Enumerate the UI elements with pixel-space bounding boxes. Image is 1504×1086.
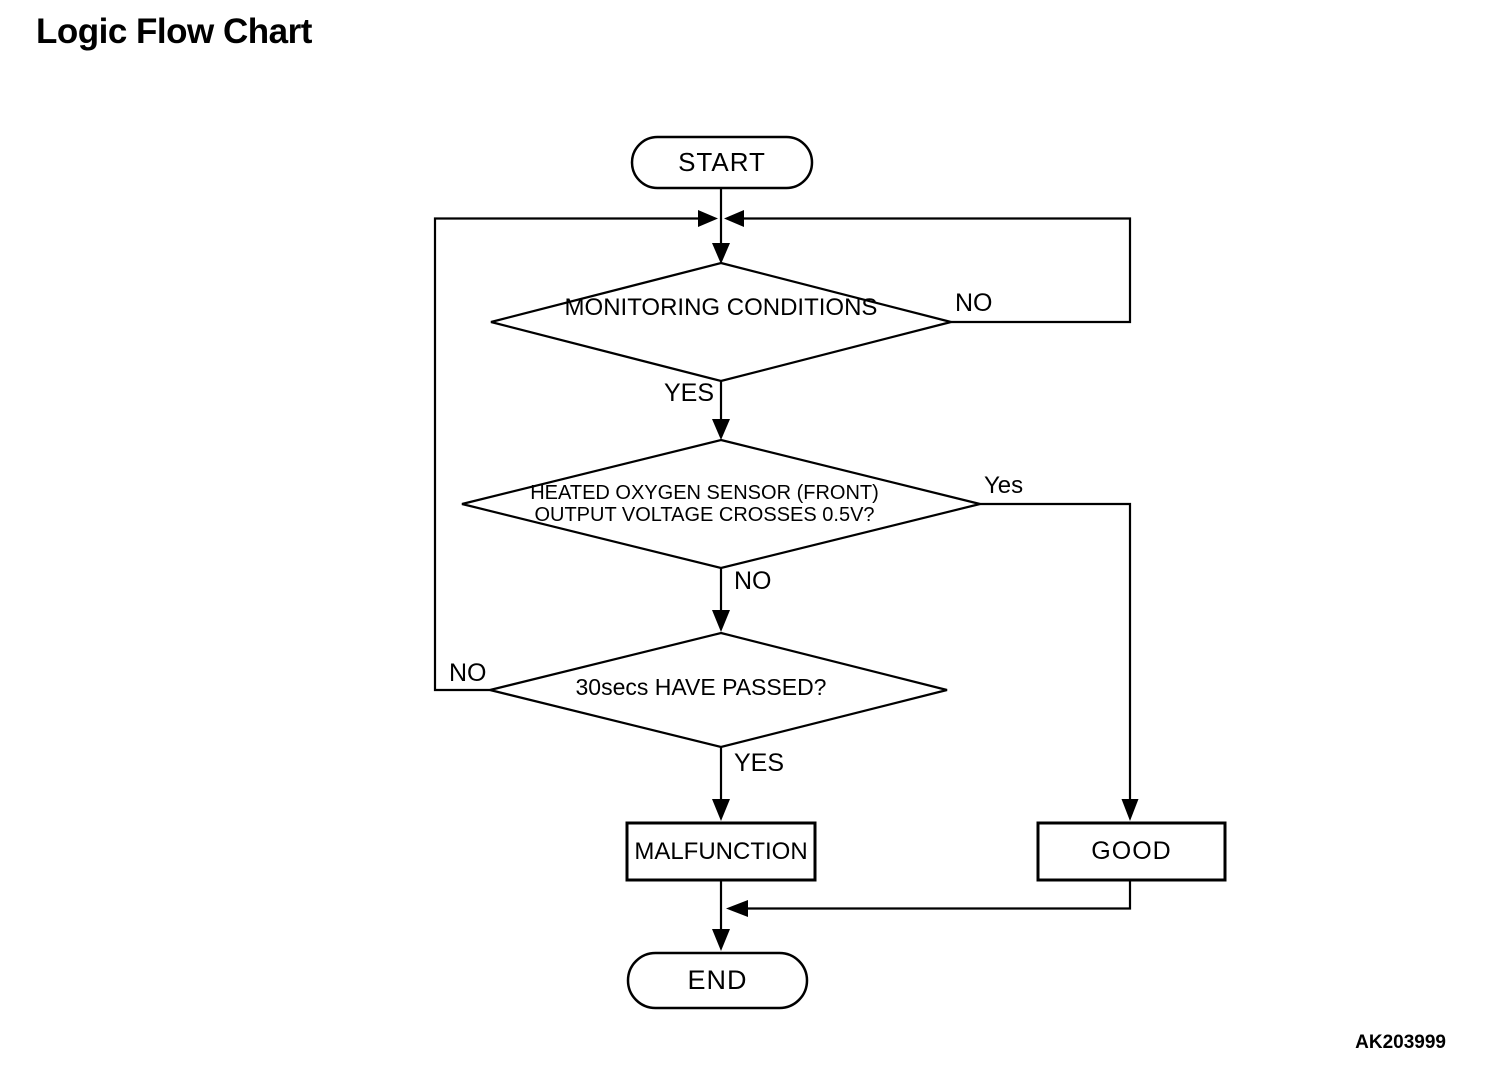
monitoring-decision-shape — [490, 261, 952, 383]
arrowhead-into-o2-sensor — [712, 419, 730, 440]
arrowhead-good-join — [726, 900, 748, 917]
edge-label-timer-no: NO — [449, 659, 487, 687]
arrowhead-into-timer — [712, 610, 730, 632]
figure-code: AK203999 — [1355, 1032, 1446, 1053]
malfunction-process-shape — [625, 821, 817, 882]
good-node-label: GOOD — [1091, 837, 1172, 865]
end-terminator-shape — [626, 951, 809, 1010]
edge-label-o2-no: NO — [734, 567, 772, 595]
o2-sensor-node-label: HEATED OXYGEN SENSOR (FRONT) OUTPUT VOLT… — [530, 482, 879, 526]
edge-label-timer-yes: YES — [734, 749, 785, 777]
start-node-label: START — [678, 147, 766, 177]
end-node-label: END — [687, 965, 748, 995]
arrowhead-into-malfunction — [712, 799, 730, 821]
timer-decision-shape — [489, 631, 948, 749]
arrowhead-into-good — [1121, 799, 1139, 821]
timer-node-label: 30secs HAVE PASSED? — [575, 674, 827, 700]
edge-label-monitoring-yes: YES — [664, 379, 715, 407]
connector-good-to-end — [748, 880, 1132, 910]
junction-arrowhead-left — [698, 210, 718, 227]
junction-arrowhead-right — [724, 210, 744, 227]
connector-o2-yes-to-good — [980, 502, 1132, 801]
edge-label-monitoring-no: NO — [955, 289, 993, 317]
edge-label-o2-yes: Yes — [984, 472, 1024, 499]
o2-sensor-decision-shape — [461, 438, 981, 570]
good-process-shape — [1036, 821, 1227, 882]
monitoring-node-label: MONITORING CONDITIONS — [564, 294, 878, 321]
connector-monitoring-no-loop — [744, 217, 1132, 324]
malfunction-node-label: MALFUNCTION — [634, 837, 808, 865]
arrowhead-into-monitoring — [712, 243, 730, 264]
page-title: Logic Flow Chart — [36, 12, 312, 51]
start-terminator-shape — [630, 135, 814, 190]
arrowhead-into-end — [712, 929, 730, 951]
connector-timer-no-loop — [433, 217, 698, 692]
